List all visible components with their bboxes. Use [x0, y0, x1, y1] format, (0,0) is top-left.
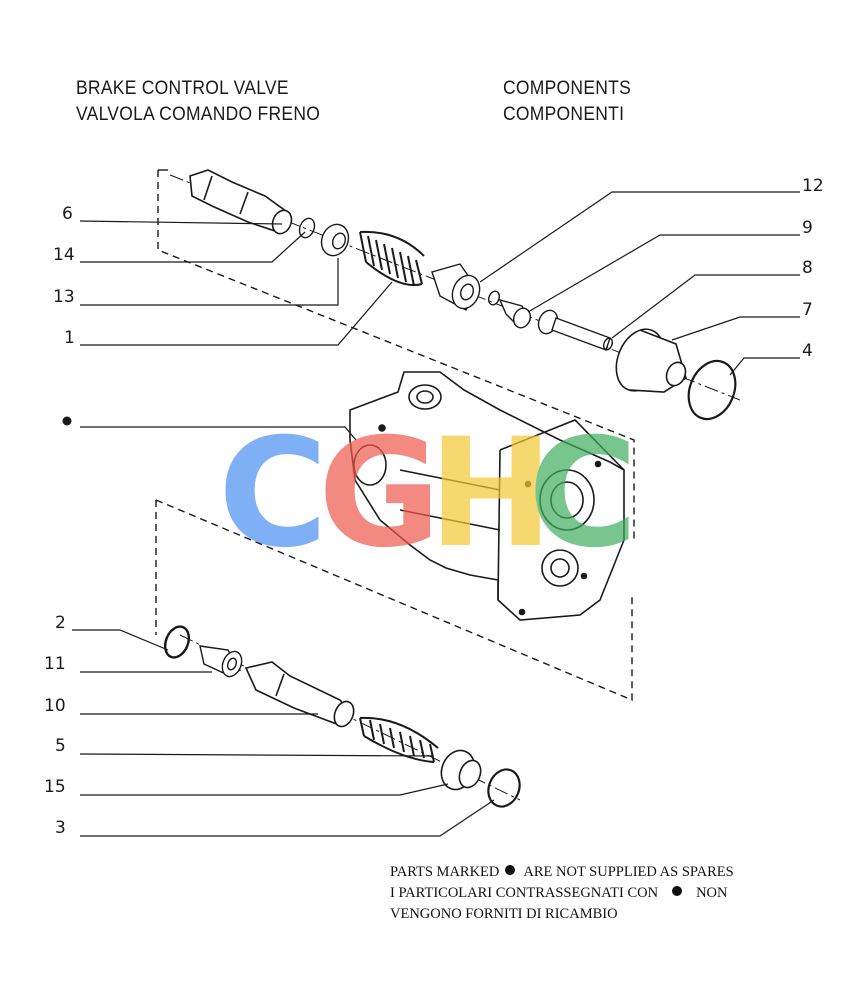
- upper-plug: [615, 328, 687, 393]
- callout-1: 1: [64, 328, 75, 348]
- lower-sleeve: [199, 645, 243, 678]
- lower-spool: [244, 661, 355, 728]
- callout-9: 9: [802, 218, 813, 238]
- title-right: COMPONENTS COMPONENTI: [503, 76, 631, 127]
- title-italian: VALVOLA COMANDO FRENO: [76, 103, 321, 125]
- lower-bracket-frame: [155, 499, 633, 702]
- watermark-letter-3: H: [428, 407, 554, 581]
- upper-large-o-ring: [687, 359, 737, 421]
- callout-5: 5: [55, 736, 66, 756]
- valve-body: [349, 371, 625, 621]
- callout-13: 13: [53, 287, 75, 307]
- upper-spool: [189, 169, 293, 235]
- upper-piston: [487, 290, 532, 329]
- callout-7: 7: [802, 300, 813, 320]
- callout-8: 8: [802, 258, 813, 278]
- upper-sleeve: [431, 263, 481, 311]
- title-left: BRAKE CONTROL VALVE VALVOLA COMANDO FREN…: [76, 76, 320, 127]
- callout-14: 14: [53, 245, 75, 265]
- callout-3: 3: [55, 818, 66, 838]
- bullet-marker-icon: [505, 865, 516, 875]
- lower-small-o-ring: [487, 768, 521, 808]
- leader-lines-left: [62, 220, 495, 837]
- callout-6: 6: [62, 204, 73, 224]
- watermark-letter-1: C: [218, 407, 328, 581]
- callout-10: 10: [44, 696, 66, 716]
- lower-spring: [359, 716, 439, 763]
- callout-11: 11: [44, 654, 66, 674]
- callout-4: 4: [802, 341, 813, 361]
- upper-spring: [359, 230, 425, 287]
- upper-washer: [320, 223, 350, 257]
- watermark-logo: C G H C: [218, 407, 638, 581]
- components-italian: COMPONENTI: [503, 103, 625, 125]
- callout-2: 2: [55, 613, 66, 633]
- callout-15: 15: [44, 777, 66, 797]
- upper-plunger: [537, 309, 614, 351]
- upper-bracket-frame: [157, 170, 635, 540]
- lower-o-ring: [163, 625, 191, 659]
- lower-plug: [440, 749, 482, 791]
- bullet-marker-icon: [672, 886, 683, 897]
- callout-12: 12: [802, 176, 824, 196]
- note-line-3: VENGONO FORNITI DI RICAMBIO: [390, 906, 618, 923]
- watermark-letter-2: G: [318, 407, 441, 581]
- title-english: BRAKE CONTROL VALVE: [76, 78, 289, 99]
- leader-lines-right: [479, 191, 800, 376]
- watermark-letter-4: C: [528, 407, 638, 581]
- components-english: COMPONENTS: [503, 78, 632, 99]
- upper-o-ring: [298, 217, 316, 239]
